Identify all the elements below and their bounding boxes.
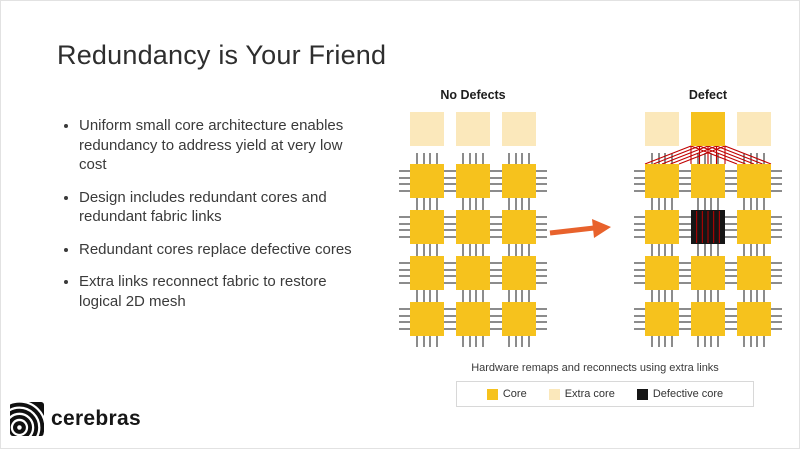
core-cell bbox=[502, 302, 536, 336]
arrow-right-icon bbox=[549, 219, 611, 238]
defective-swatch-icon bbox=[636, 388, 648, 400]
diagram-caption: Hardware remaps and reconnects using ext… bbox=[471, 362, 719, 374]
core-cell bbox=[645, 210, 679, 244]
legend-label: Extra core bbox=[564, 388, 615, 400]
core-swatch-icon bbox=[486, 388, 498, 400]
legend-item-defective: Defective core bbox=[636, 388, 724, 400]
cerebras-logo-icon bbox=[10, 402, 44, 436]
extra-cell bbox=[502, 112, 536, 146]
core-cell bbox=[502, 164, 536, 198]
extra-cell bbox=[645, 112, 679, 146]
core-cell bbox=[410, 302, 444, 336]
active-cell bbox=[691, 112, 725, 146]
core-cell bbox=[502, 256, 536, 290]
core-cell bbox=[737, 302, 771, 336]
bullet-item: Redundant cores replace defective cores bbox=[79, 240, 352, 260]
core-cell bbox=[691, 164, 725, 198]
bullet-item: Uniform small core architecture enables … bbox=[79, 116, 352, 175]
diagram-label-no-defects: No Defects bbox=[440, 88, 506, 102]
core-cell bbox=[645, 164, 679, 198]
core-cell bbox=[410, 164, 444, 198]
core-cell bbox=[691, 256, 725, 290]
core-cell bbox=[645, 256, 679, 290]
bullet-item: Design includes redundant cores and redu… bbox=[79, 188, 352, 227]
cerebras-logo-text: cerebras bbox=[51, 407, 141, 430]
page-title: Redundancy is Your Friend bbox=[57, 40, 387, 70]
bullet-item: Extra links reconnect fabric to restore … bbox=[79, 272, 352, 311]
diagram-label-defect: Defect bbox=[688, 88, 728, 102]
extra-cell bbox=[410, 112, 444, 146]
extra-cell bbox=[456, 112, 490, 146]
bullet-list: Uniform small core architecture enables … bbox=[60, 116, 352, 324]
core-cell bbox=[737, 164, 771, 198]
cerebras-logo: cerebras bbox=[10, 402, 141, 436]
legend-item-extra: Extra core bbox=[548, 388, 615, 400]
core-cell bbox=[456, 164, 490, 198]
no-defects-diagram bbox=[399, 112, 547, 347]
core-cell bbox=[410, 256, 444, 290]
legend-label: Defective core bbox=[652, 388, 724, 400]
core-cell bbox=[645, 302, 679, 336]
core-cell bbox=[456, 210, 490, 244]
legend-label: Core bbox=[502, 388, 527, 400]
core-cell bbox=[737, 256, 771, 290]
core-cell bbox=[456, 256, 490, 290]
core-cell bbox=[456, 302, 490, 336]
core-cell bbox=[410, 210, 444, 244]
legend: Core Extra core Defective core bbox=[456, 381, 754, 407]
extra-swatch-icon bbox=[548, 388, 560, 400]
legend-item-core: Core bbox=[486, 388, 527, 400]
core-cell bbox=[502, 210, 536, 244]
defect-diagram bbox=[634, 112, 782, 347]
core-cell bbox=[737, 210, 771, 244]
extra-cell bbox=[737, 112, 771, 146]
core-cell bbox=[691, 302, 725, 336]
